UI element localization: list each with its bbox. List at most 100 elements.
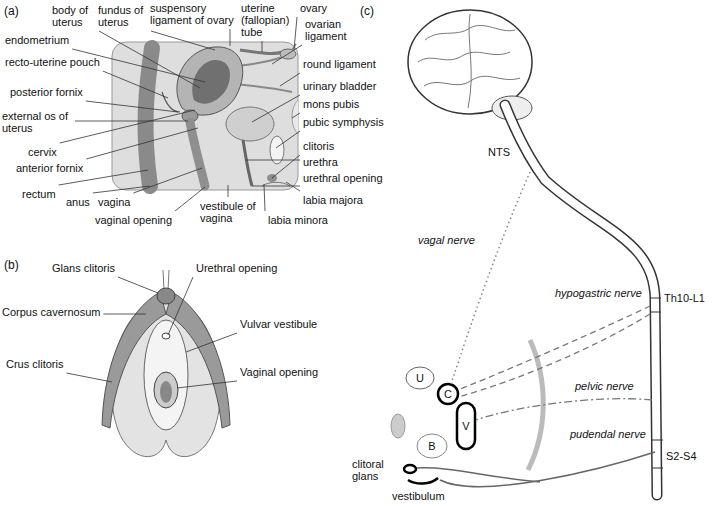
bulb-shape bbox=[111, 300, 220, 457]
leader-line bbox=[103, 314, 146, 315]
leader-line bbox=[272, 45, 302, 64]
vestibulum-outline bbox=[408, 478, 438, 484]
spinal-cord bbox=[505, 105, 657, 495]
part-label: clitoral glans bbox=[352, 458, 396, 482]
vaginal-shape bbox=[154, 372, 178, 408]
part-label: Glans clitoris bbox=[52, 262, 115, 274]
tube-shape bbox=[240, 50, 282, 53]
leader-line bbox=[103, 71, 168, 98]
part-label: vagina bbox=[98, 196, 130, 208]
sagittal-section bbox=[112, 42, 298, 190]
part-label: pubic symphysis bbox=[303, 116, 384, 128]
part-label: anus bbox=[66, 196, 90, 208]
panel-letter: (a) bbox=[4, 4, 19, 18]
uterus-outline bbox=[406, 367, 434, 389]
part-label: Urethral opening bbox=[196, 262, 277, 274]
pubic-bone bbox=[391, 414, 405, 438]
cervix-outline bbox=[438, 384, 458, 404]
leader-line bbox=[151, 31, 215, 50]
leader-line bbox=[230, 29, 231, 46]
pudendal-path bbox=[417, 468, 540, 482]
organ-letter: V bbox=[462, 420, 469, 432]
level-label: Th10-L1 bbox=[664, 292, 705, 304]
labia-shape bbox=[262, 182, 290, 186]
part-label: endometrium bbox=[5, 34, 69, 46]
organ-letter: B bbox=[428, 440, 435, 452]
nerve-label: pudendal nerve bbox=[570, 428, 646, 440]
endometrium-shape bbox=[192, 60, 230, 104]
part-label: labia majora bbox=[303, 194, 363, 206]
part-label: fundus of uterus bbox=[98, 4, 148, 28]
part-label: urethra bbox=[303, 156, 338, 168]
leader-line bbox=[262, 41, 263, 52]
part-label: anterior fornix bbox=[16, 162, 83, 174]
leader-line bbox=[86, 128, 198, 159]
ligament-shape bbox=[236, 84, 292, 92]
leader-line bbox=[168, 277, 193, 335]
leader-line bbox=[228, 185, 229, 197]
leader-line bbox=[86, 101, 178, 112]
part-label: ovarian ligament bbox=[305, 18, 355, 42]
nerve-label: pelvic nerve bbox=[575, 380, 634, 392]
uterus-shape bbox=[177, 47, 243, 115]
organ-letter: C bbox=[444, 388, 452, 400]
pelvic-path bbox=[476, 399, 652, 420]
part-label: cervix bbox=[28, 146, 57, 158]
leader-line bbox=[276, 131, 300, 148]
leader-line bbox=[280, 73, 300, 86]
urethra-shape bbox=[243, 140, 252, 186]
vagina-outline bbox=[457, 403, 475, 449]
vulva-drawing bbox=[102, 270, 230, 457]
part-label: vestibulum bbox=[392, 490, 445, 502]
vagina-shape bbox=[190, 122, 205, 186]
bladder-outline bbox=[417, 434, 447, 458]
panel-letter: (b) bbox=[4, 258, 19, 272]
nucleus-label: NTS bbox=[488, 146, 510, 158]
part-label: Vulvar vestibule bbox=[240, 318, 317, 330]
leader-line bbox=[66, 373, 112, 382]
part-label: vestibule of vagina bbox=[200, 200, 260, 224]
leader-line bbox=[186, 333, 237, 352]
vestibule-shape bbox=[144, 320, 188, 430]
nerve-drawing bbox=[391, 10, 663, 495]
leader-line bbox=[286, 182, 300, 191]
part-label: urethral opening bbox=[303, 172, 383, 184]
leader-line bbox=[252, 95, 300, 122]
part-label: vaginal opening bbox=[95, 214, 172, 226]
part-label: suspensory ligament of ovary bbox=[150, 2, 238, 26]
glans-shape bbox=[157, 288, 175, 304]
glans-outline bbox=[404, 465, 416, 473]
leader-line bbox=[118, 277, 158, 293]
part-label: mons pubis bbox=[303, 98, 359, 110]
leader-line bbox=[246, 160, 300, 161]
part-label: posterior fornix bbox=[10, 86, 83, 98]
nerve-label: vagal nerve bbox=[418, 234, 475, 246]
shaft-shape bbox=[163, 270, 169, 290]
bladder-shape bbox=[226, 107, 274, 141]
nerve-label: hypogastric nerve bbox=[555, 287, 642, 299]
part-label: labia minora bbox=[268, 214, 328, 226]
leader-line bbox=[133, 168, 202, 193]
hypogastric-path bbox=[458, 314, 650, 397]
level-ticks bbox=[650, 298, 663, 468]
part-label: external os of uterus bbox=[2, 110, 72, 134]
vaginal-shape bbox=[160, 381, 172, 403]
part-label: rectum bbox=[22, 188, 56, 200]
pudendal-path bbox=[440, 452, 655, 487]
leader-line bbox=[75, 121, 188, 122]
leader-line bbox=[93, 186, 150, 193]
leader-line bbox=[292, 113, 300, 118]
part-label: round ligament bbox=[303, 58, 376, 70]
leader-line bbox=[264, 184, 265, 211]
leader-line bbox=[60, 110, 195, 143]
pouch-shape bbox=[162, 92, 180, 112]
leader-line bbox=[294, 17, 297, 50]
part-label: ovary bbox=[300, 2, 327, 14]
hypogastric-path bbox=[458, 306, 650, 390]
vagal-path bbox=[451, 172, 530, 384]
spinal-cord bbox=[505, 105, 657, 495]
part-label: clitoris bbox=[303, 140, 334, 152]
part-label: recto-uterine pouch bbox=[5, 56, 100, 68]
